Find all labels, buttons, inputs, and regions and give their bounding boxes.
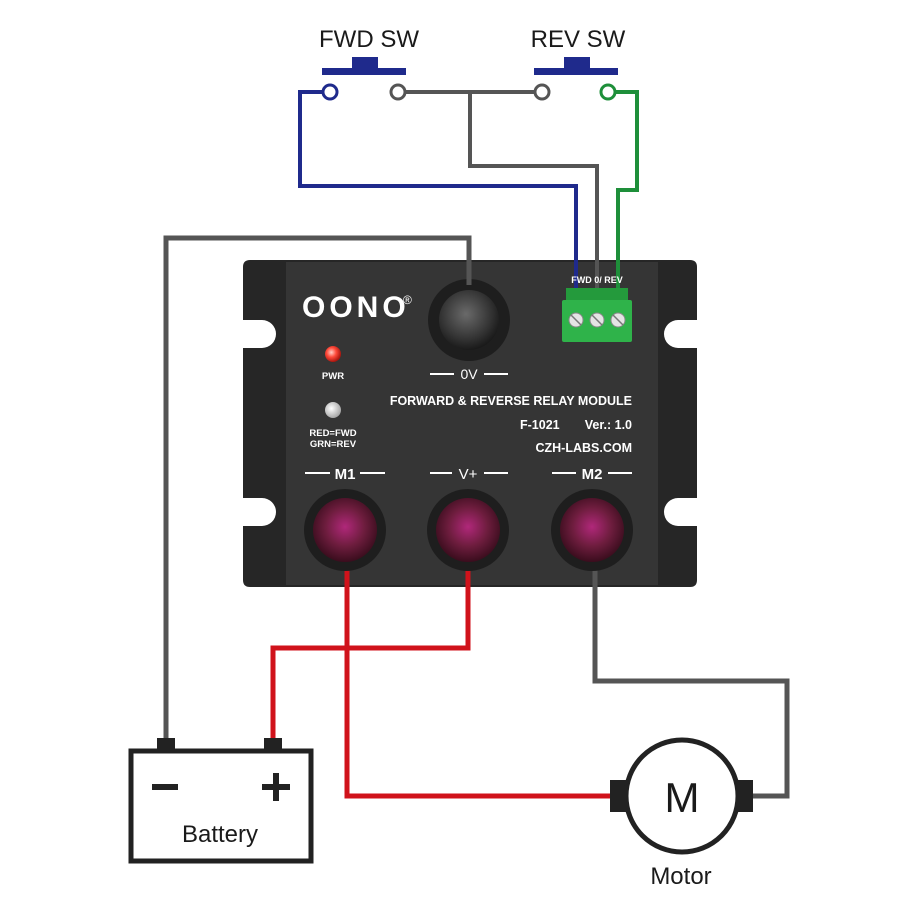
fwd-switch[interactable]: FWD SW <box>319 26 419 101</box>
rev-screw-slot <box>612 314 624 326</box>
vplus-terminal[interactable] <box>436 498 500 562</box>
wire-battery-minus <box>163 235 472 745</box>
m1-label: M1 <box>335 466 356 483</box>
battery: Battery <box>128 738 314 864</box>
fwd-switch-contact-left <box>321 83 339 101</box>
rev-switch-cap <box>564 57 590 68</box>
m1-terminal[interactable] <box>313 498 377 562</box>
wire-0v-gray <box>468 92 599 298</box>
fwd-switch-cap <box>352 57 378 68</box>
motor-right-terminal <box>737 780 753 812</box>
module-website: CZH-LABS.COM <box>535 441 632 455</box>
wire-rev-green <box>608 90 639 298</box>
wire-battery-plus-red <box>270 545 471 745</box>
motor: M Motor <box>610 737 753 890</box>
module-model: F-1021 <box>520 418 560 432</box>
rev-switch-contact-left <box>533 83 551 101</box>
battery-body <box>128 748 314 864</box>
registered-mark: ® <box>403 293 412 307</box>
pwr-led <box>325 346 341 362</box>
signal-terminal-header: FWD 0/ REV <box>571 275 623 285</box>
rev-switch-contact-right <box>599 83 617 101</box>
wire-m1-red <box>344 545 612 799</box>
fwd-switch-bar <box>322 68 406 75</box>
zero-v-screw-slot <box>591 314 603 326</box>
m2-terminal[interactable] <box>560 498 624 562</box>
fwd-screw-slot <box>570 314 582 326</box>
module-title: FORWARD & REVERSE RELAY MODULE <box>390 394 632 408</box>
brand-logo: OONO <box>302 291 410 324</box>
wire-m2-gray <box>592 545 790 799</box>
rev-switch-bar <box>534 68 618 75</box>
fwd-switch-label: FWD SW <box>319 26 419 53</box>
motor-label: Motor <box>650 863 711 890</box>
terminal-block-top <box>566 288 628 302</box>
rev-switch-label: REV SW <box>531 26 626 53</box>
button-label: 0V <box>460 366 478 382</box>
pwr-label: PWR <box>322 371 344 382</box>
battery-minus-icon <box>152 784 178 790</box>
motor-symbol: M <box>665 774 700 821</box>
battery-plus-icon-v <box>273 773 279 801</box>
rev-switch[interactable]: REV SW <box>531 26 626 101</box>
push-button[interactable] <box>439 290 499 350</box>
motor-left-terminal <box>610 780 626 812</box>
m2-label: M2 <box>582 466 603 483</box>
vplus-label: V+ <box>459 466 478 483</box>
signal-terminal-block: FWD 0/ REV <box>562 275 632 342</box>
power-terminals <box>304 489 633 571</box>
wire-fwd-blue <box>298 90 578 298</box>
motor-body <box>623 737 741 855</box>
fwd-switch-contact-right <box>389 83 407 101</box>
status-label-line2: GRN=REV <box>310 439 357 450</box>
module-version: Ver.: 1.0 <box>585 418 632 432</box>
battery-label: Battery <box>182 821 258 848</box>
status-led <box>325 402 341 418</box>
status-label-line1: RED=FWD <box>309 428 356 439</box>
